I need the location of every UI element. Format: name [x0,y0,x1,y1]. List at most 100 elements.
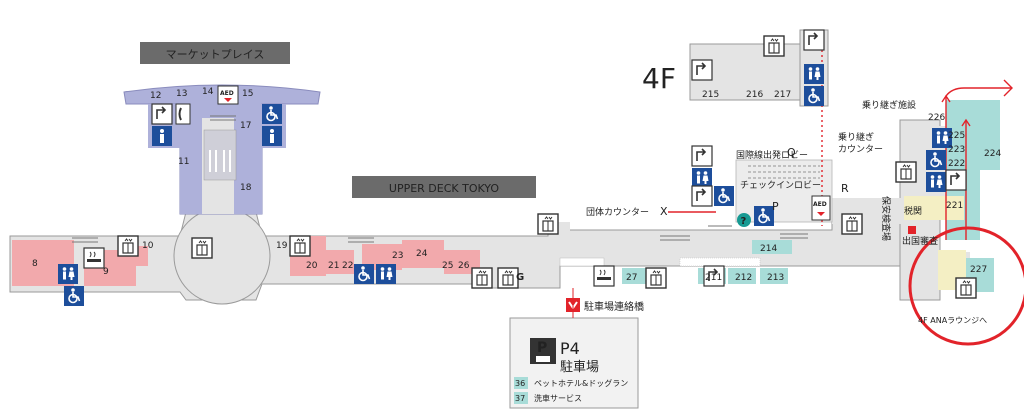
svg-text:AED: AED [813,201,827,208]
elevator-icon[interactable] [117,235,139,257]
toilet-icon[interactable] [262,126,282,146]
shop-number: 21 [328,261,339,271]
accessible-toilet-icon[interactable] [753,205,775,227]
shop-number: 213 [767,273,784,283]
toilet-icon[interactable] [804,64,824,84]
shop-number: 18 [240,183,252,193]
parking-code: P4 [560,339,580,358]
checkin-lobby-area [559,159,833,267]
parking-service-num: 36 [515,379,525,388]
parking-service-num: 37 [515,394,525,403]
upper-deck-banner [352,176,536,198]
floor-label: 4F [642,62,676,95]
parking-link-label: 駐車場連絡橋 [584,300,644,313]
exit-icon[interactable] [151,103,173,125]
shop-number: 221 [946,201,963,211]
shop-number: 211 [705,273,722,283]
smoking-area-icon[interactable] [593,265,615,287]
car-icon [536,356,550,362]
immigration-label: 出国審査 [902,235,938,247]
shop-number: 23 [392,251,403,261]
shop-number: 9 [103,267,109,277]
exit-icon[interactable] [691,145,713,167]
shop-number: 212 [735,273,752,283]
shop-number: 15 [242,89,253,99]
transfer-counter-label: カウンター [838,144,883,155]
ana-lounge-highlight-circle [908,226,1024,346]
elevator-icon[interactable] [191,237,213,259]
shop-number: 12 [150,91,161,101]
shop-number: 13 [176,89,187,99]
elevator-icon[interactable] [471,267,493,289]
locker-icon[interactable] [497,267,519,289]
gate-letter-g: G [516,272,524,283]
gate-letter-x: X [660,205,668,218]
elevator-icon[interactable] [645,267,667,289]
upper-deck-label: UPPER DECK TOKYO [389,182,500,195]
shop-number: 214 [760,244,777,254]
shop-number: 27 [626,273,637,283]
aed-icon[interactable]: AED [811,195,831,221]
shop-number: 11 [178,157,189,167]
shop-number: 22 [342,261,353,271]
exit-icon[interactable] [691,185,713,207]
shop-number: 217 [774,90,791,100]
accessible-toilet-icon[interactable] [261,103,283,125]
shop-number: 25 [442,261,453,271]
toilet-icon[interactable] [152,126,172,146]
ana-lounge-label: 4F ANAラウンジへ [918,316,987,325]
toilet-icon[interactable] [926,172,946,192]
accessible-toilet-icon[interactable] [803,85,825,107]
exit-icon[interactable] [803,29,825,51]
elevator-icon[interactable] [537,213,559,235]
customs-label: 税関 [904,205,922,217]
svg-text:?: ? [741,216,747,227]
shop-number: 226 [928,113,945,123]
toilet-icon[interactable] [692,168,712,188]
svg-text:AED: AED [220,90,234,97]
elevator-icon[interactable] [289,235,311,257]
shop-number: 8 [32,259,38,269]
shop-number: 10 [142,241,154,251]
parking-name: 駐車場 [560,360,599,375]
shop-number: 222 [948,159,965,169]
shop-numbers: 8 9 10 11 12 13 14 15 17 18 19 20 21 22 … [32,87,1001,283]
shop-number: 225 [948,131,965,141]
accessible-toilet-icon[interactable] [925,149,947,171]
toilet-icon[interactable] [376,264,396,284]
phone-icon[interactable] [175,103,191,125]
accessible-toilet-icon[interactable] [713,185,735,207]
checkin-lobby-label: チェックインロビー [740,180,821,191]
security-checkpoint-label: 保安検査場 [880,196,892,241]
elevator-icon[interactable] [895,161,917,183]
accessible-toilet-icon[interactable] [63,285,85,307]
shop-number: 26 [458,261,470,271]
shop-number: 216 [746,90,763,100]
shop-number: 17 [240,121,251,131]
shop-number: 20 [306,261,318,271]
shop-number: 24 [416,249,428,259]
accessible-toilet-icon[interactable] [353,263,375,285]
shop-number: 224 [984,149,1001,159]
elevator-icon[interactable] [763,35,785,57]
elevator-icon[interactable] [841,213,863,235]
toilet-icon[interactable] [58,264,78,284]
parking-service-text: ペットホテル&ドッグラン [534,378,628,388]
exit-icon[interactable] [691,59,713,81]
gate-letter-q: Q [787,146,796,159]
immigration-marker [908,226,916,234]
exit-icon[interactable] [945,169,967,191]
market-place-label: マーケットプレイス [166,48,265,61]
market-place-banner [140,42,290,64]
rotunda [173,207,271,305]
gate-letter-p: P [772,200,779,213]
smoking-area-icon[interactable] [83,247,105,269]
help-icon[interactable] [737,213,751,227]
shop-number: 19 [276,241,288,251]
transfer-facility-label: 乗り継ぎ施設 [862,99,916,111]
svg-text:P: P [537,340,547,356]
aed-icon[interactable]: AED [217,85,239,105]
gate-letter-r: R [841,182,849,195]
elevator-icon[interactable] [955,277,977,299]
parking-service-text: 洗車サービス [534,393,582,403]
